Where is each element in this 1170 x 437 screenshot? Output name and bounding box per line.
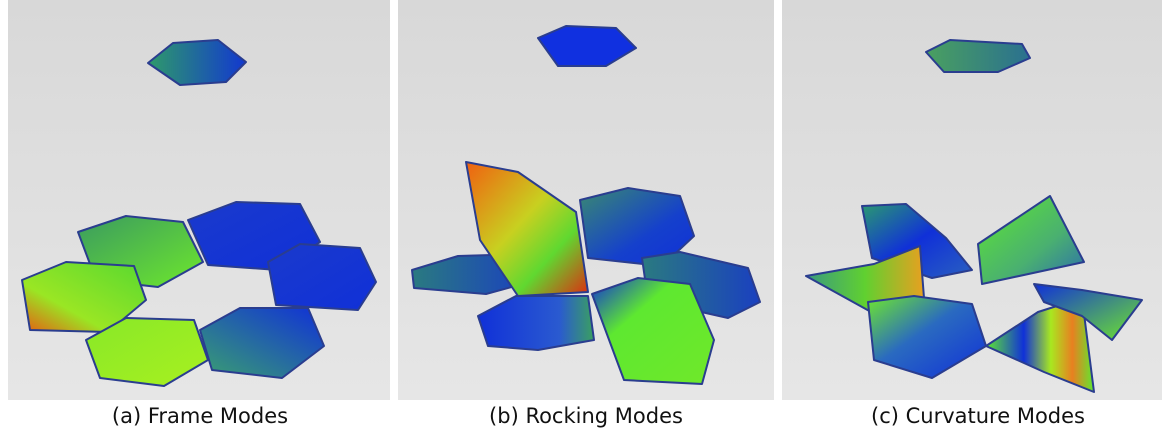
plate-upper-right: [579, 187, 695, 267]
rocking-modes-figure: [398, 0, 774, 400]
hex-right: [267, 243, 377, 311]
hex-lower-right: [199, 307, 325, 379]
plate-tilted-red: [465, 161, 589, 297]
hex-lower-left: [85, 317, 209, 387]
top-hexagon: [147, 39, 247, 86]
caption-frame-modes: (a) Frame Modes: [111, 404, 289, 428]
frame-modes-figure: [8, 0, 390, 400]
curvature-modes-figure: [782, 0, 1162, 400]
panel-frame-modes: [8, 0, 390, 400]
hex-left: [21, 261, 147, 333]
top-hexagon: [925, 39, 1031, 73]
plate-lower-left: [477, 295, 595, 351]
panel-rocking-modes: [398, 0, 774, 400]
top-hexagon: [537, 25, 637, 67]
plate-lower-right: [591, 277, 715, 385]
plate-lower-right: [985, 297, 1095, 393]
caption-curvature-modes: (c) Curvature Modes: [871, 404, 1085, 428]
panel-curvature-modes: [782, 0, 1162, 400]
wing-right: [1033, 283, 1143, 341]
triangle-upper-right: [977, 195, 1085, 285]
caption-rocking-modes: (b) Rocking Modes: [489, 404, 683, 428]
